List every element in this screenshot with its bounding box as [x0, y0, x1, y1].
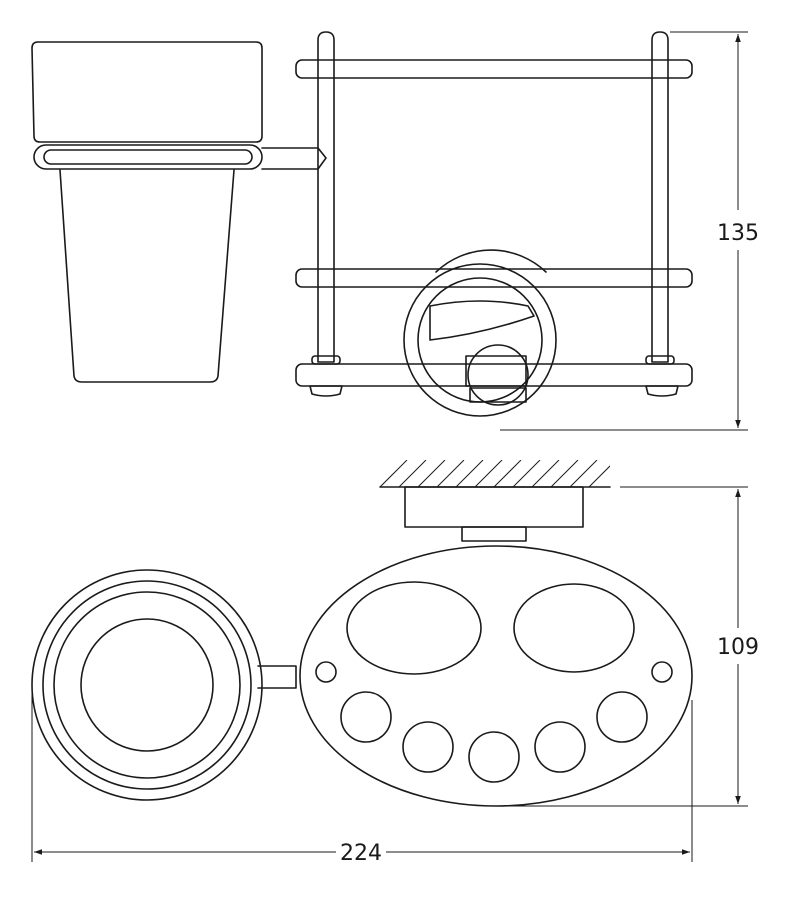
height-label: 135 — [717, 221, 759, 246]
front-view: 135 — [31, 31, 759, 431]
cup-ring-top — [31, 569, 297, 801]
top-view: 109 224 — [31, 460, 759, 866]
oval-tray — [299, 545, 693, 807]
width-label: 224 — [340, 841, 382, 866]
depth-label: 109 — [717, 635, 759, 660]
glass-cup — [31, 41, 263, 383]
depth-dimension: 109 — [496, 489, 759, 807]
wall-mount — [403, 249, 557, 417]
wire-rack — [295, 31, 693, 363]
mount-block — [404, 486, 584, 542]
width-dimension: 224 — [31, 690, 693, 866]
cup-ring — [33, 144, 263, 170]
wall-hatch — [379, 460, 748, 488]
base-tray — [295, 355, 693, 397]
holder-arm — [261, 147, 327, 170]
height-dimension: 135 — [500, 31, 759, 431]
